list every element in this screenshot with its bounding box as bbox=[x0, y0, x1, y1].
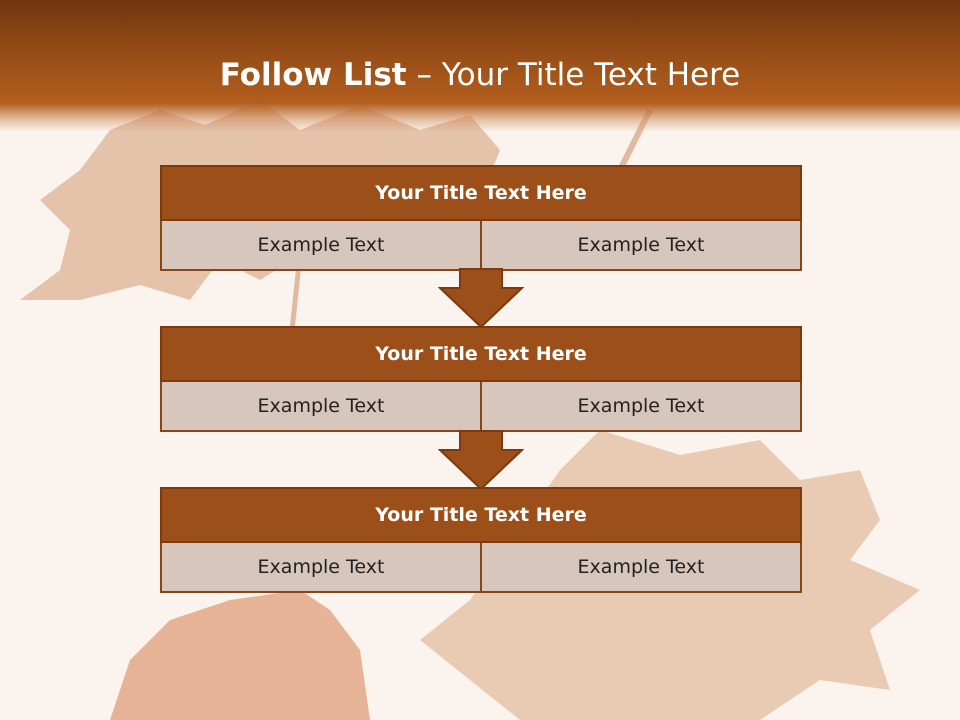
block-row: Example Text Example Text bbox=[160, 382, 802, 432]
block-cell-left: Example Text bbox=[160, 543, 480, 593]
block-title: Your Title Text Here bbox=[160, 326, 802, 382]
block-title: Your Title Text Here bbox=[160, 165, 802, 221]
list-block-2: Your Title Text Here Example Text Exampl… bbox=[160, 326, 802, 432]
block-title: Your Title Text Here bbox=[160, 487, 802, 543]
leaf-bottom-left bbox=[110, 590, 370, 720]
block-cell-right: Example Text bbox=[480, 543, 802, 593]
down-arrow-icon bbox=[438, 268, 524, 328]
down-arrow-icon bbox=[438, 430, 524, 490]
block-cell-left: Example Text bbox=[160, 221, 480, 271]
slide-title-rest: – Your Title Text Here bbox=[416, 57, 741, 93]
slide-title-bold: Follow List bbox=[219, 57, 407, 93]
list-block-1: Your Title Text Here Example Text Exampl… bbox=[160, 165, 802, 271]
title-bar bbox=[0, 0, 960, 132]
block-row: Example Text Example Text bbox=[160, 543, 802, 593]
block-row: Example Text Example Text bbox=[160, 221, 802, 271]
block-cell-left: Example Text bbox=[160, 382, 480, 432]
slide-title: Follow List – Your Title Text Here bbox=[0, 52, 960, 98]
block-cell-right: Example Text bbox=[480, 382, 802, 432]
block-cell-right: Example Text bbox=[480, 221, 802, 271]
list-block-3: Your Title Text Here Example Text Exampl… bbox=[160, 487, 802, 593]
